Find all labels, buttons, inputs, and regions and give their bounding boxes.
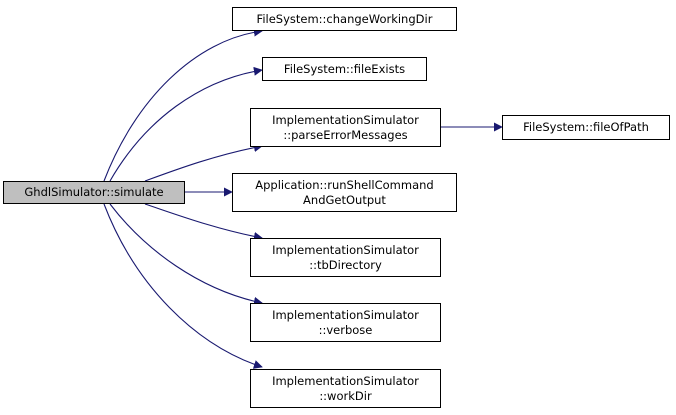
edge-root-to-changeWorkingDir — [103, 27, 263, 182]
node-label: FileSystem::fileExists — [283, 61, 406, 76]
node-label-line-1: ImplementationSimulator — [272, 373, 419, 388]
edge-root-to-tbDirectory — [144, 203, 263, 241]
node-label-line-2: AndGetOutput — [303, 192, 386, 207]
edge-root-to-parseErrorMessages — [144, 143, 263, 182]
node-label-line-2: ::tbDirectory — [309, 257, 382, 272]
node-label: FileSystem::fileOfPath — [523, 120, 649, 134]
node-verbose[interactable]: ImplementationSimulator ::verbose — [250, 303, 441, 342]
node-file-exists[interactable]: FileSystem::fileExists — [262, 57, 427, 81]
edge-root-to-fileExists — [109, 66, 263, 182]
node-change-working-dir[interactable]: FileSystem::changeWorkingDir — [232, 7, 457, 31]
node-ghdl-simulator-simulate: GhdlSimulator::simulate — [3, 181, 185, 204]
node-label-line-1: ImplementationSimulator — [272, 112, 419, 127]
node-file-of-path[interactable]: FileSystem::fileOfPath — [502, 115, 670, 140]
node-run-shell-command[interactable]: Application::runShellCommand AndGetOutpu… — [232, 173, 457, 212]
edge-root-to-verbose — [109, 203, 263, 306]
node-label-line-2: ::verbose — [318, 322, 373, 337]
edge-root-to-workDir — [103, 203, 263, 369]
node-label: FileSystem::changeWorkingDir — [256, 11, 433, 26]
node-label-line-1: Application::runShellCommand — [255, 177, 434, 192]
node-label-line-2: ::workDir — [319, 388, 372, 403]
node-parse-error-messages[interactable]: ImplementationSimulator ::parseErrorMess… — [250, 108, 441, 147]
node-work-dir[interactable]: ImplementationSimulator ::workDir — [250, 369, 441, 408]
node-label-line-2: ::parseErrorMessages — [283, 127, 408, 142]
node-label-line-1: ImplementationSimulator — [272, 307, 419, 322]
node-tb-directory[interactable]: ImplementationSimulator ::tbDirectory — [250, 238, 441, 277]
node-label-line-1: ImplementationSimulator — [272, 242, 419, 257]
node-label: GhdlSimulator::simulate — [24, 185, 164, 199]
